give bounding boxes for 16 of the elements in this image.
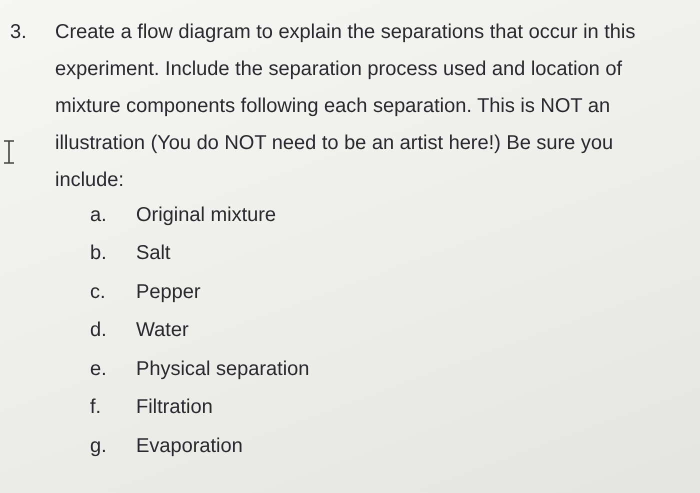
list-marker: c.: [90, 280, 107, 304]
question-text: Create a flow diagram to explain the separations that occur in this experiment. Include the separation process used and location of mixture components following each separation. This is NOT an illustration (You do NOT need to be an artist here!) Be sure you include:: [55, 20, 636, 193]
list-item: Original mixture: [136, 204, 278, 227]
question-number: 3.: [10, 20, 27, 45]
list-item: Pepper: [136, 280, 202, 304]
list-marker: b.: [90, 242, 108, 266]
list-item: Physical separation: [136, 358, 310, 381]
list-marker: e.: [90, 358, 108, 381]
list-item: Filtration: [136, 396, 214, 420]
list-marker: d.: [90, 319, 108, 342]
list-marker: a.: [90, 204, 108, 227]
list-marker: f.: [90, 396, 102, 420]
list-item: Water: [136, 319, 190, 342]
list-marker: g.: [90, 434, 108, 458]
list-item: Evaporation: [136, 434, 244, 458]
list-item: Salt: [136, 242, 172, 266]
